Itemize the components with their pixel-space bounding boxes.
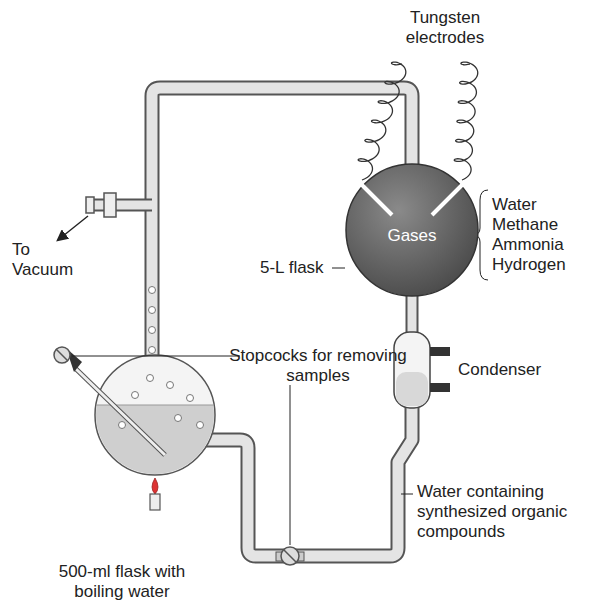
burner-flame: [150, 478, 160, 510]
vacuum-valve: [58, 193, 116, 240]
part-label: Water containing synthesized organic com…: [417, 482, 582, 542]
condenser: [394, 332, 450, 408]
electrode-wires: [358, 62, 478, 180]
glass-tubing: [92, 88, 412, 556]
node-text: Gases: [387, 226, 436, 246]
part-label: Stopcocks for removing samples: [223, 346, 413, 386]
boiling-flask: [54, 347, 215, 475]
reaction-flask: Gases: [345, 163, 479, 297]
part-label: To Vacuum: [12, 240, 73, 280]
part-label: 5-L flask: [260, 258, 324, 278]
part-label: 500-ml flask with boiling water: [37, 562, 207, 602]
sample-stopcock: [276, 547, 304, 565]
part-label: Condenser: [458, 360, 541, 380]
bubbles: [119, 287, 204, 429]
part-label: Tungsten electrodes: [406, 8, 484, 48]
coil-wire: [454, 62, 478, 180]
coil-wire: [358, 62, 406, 180]
gas-list: Water Methane Ammonia Hydrogen: [492, 195, 566, 275]
